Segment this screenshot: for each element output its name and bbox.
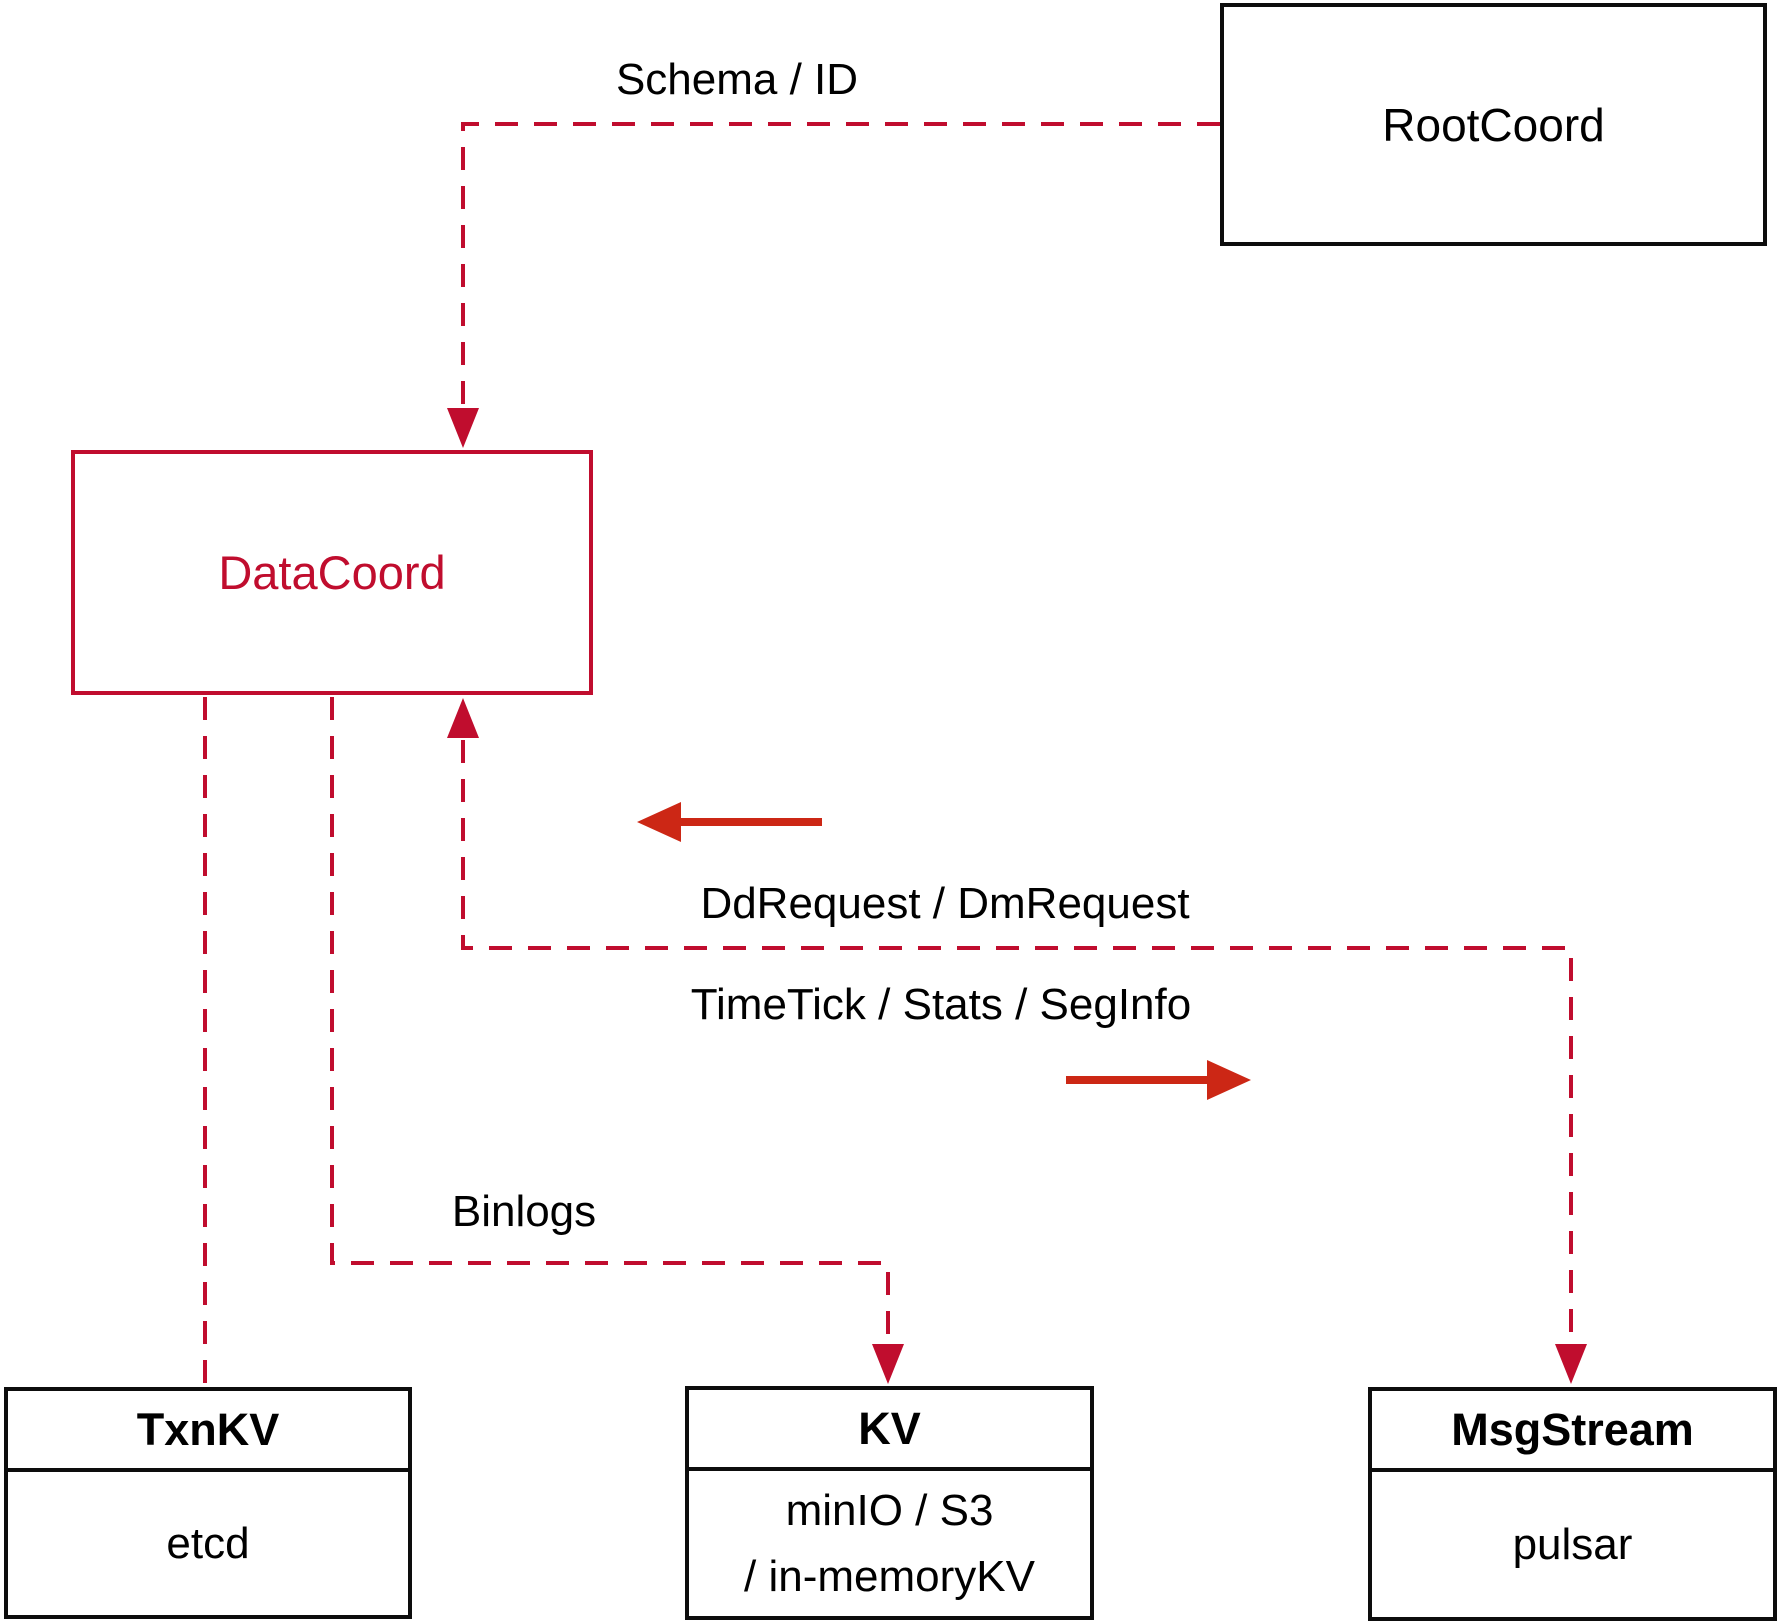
arrowhead-down-icon xyxy=(872,1344,904,1384)
kv-title: KV xyxy=(689,1390,1090,1471)
edge-label-time-tick: TimeTick / Stats / SegInfo xyxy=(690,980,1192,1029)
arrowhead-up-icon xyxy=(447,698,479,738)
edge-label-dd-request: DdRequest / DmRequest xyxy=(700,879,1190,928)
edge-label-schema-id: Schema / ID xyxy=(615,55,859,104)
node-kv: KV minIO / S3 / in-memoryKV xyxy=(685,1386,1094,1620)
txnkv-subtitle: etcd xyxy=(166,1518,250,1568)
rootcoord-label: RootCoord xyxy=(1382,98,1605,151)
node-msgstream: MsgStream pulsar xyxy=(1368,1387,1777,1621)
arrowhead-down-icon xyxy=(447,408,479,448)
node-rootcoord: RootCoord xyxy=(1220,3,1767,246)
edge-label-binlogs: Binlogs xyxy=(451,1187,597,1236)
kv-subtitle-line2: / in-memoryKV xyxy=(744,1551,1035,1601)
msgstream-subtitle: pulsar xyxy=(1512,1519,1633,1569)
arrow-right-icon xyxy=(1066,1060,1251,1100)
edge-datacoord-to-msgstream xyxy=(461,740,1573,1340)
node-txnkv: TxnKV etcd xyxy=(4,1387,412,1619)
datacoord-label: DataCoord xyxy=(218,546,446,599)
msgstream-title: MsgStream xyxy=(1372,1391,1773,1472)
edge-datacoord-to-kv xyxy=(330,697,890,1340)
arrow-left-icon xyxy=(637,802,822,842)
txnkv-title: TxnKV xyxy=(8,1391,408,1472)
node-datacoord: DataCoord xyxy=(71,450,593,695)
kv-subtitle-line1: minIO / S3 xyxy=(785,1485,994,1535)
arrowhead-down-icon xyxy=(1555,1344,1587,1384)
edge-rootcoord-to-datacoord xyxy=(461,122,1220,406)
